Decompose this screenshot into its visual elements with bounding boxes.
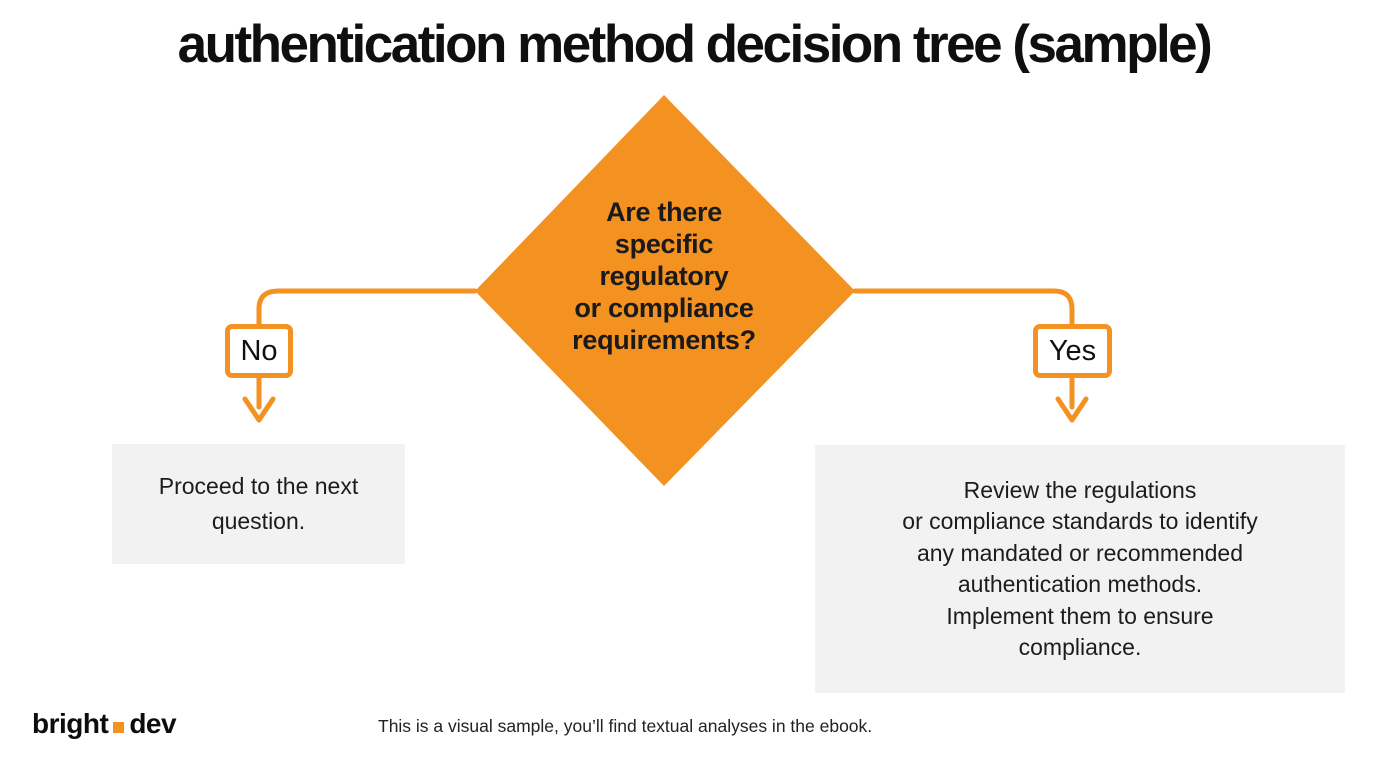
arrow-down-no-icon <box>242 376 276 423</box>
connector-yes-branch <box>852 288 1075 328</box>
brand-logo-dot-icon <box>113 722 125 733</box>
connector-no-branch <box>256 288 478 328</box>
brand-logo-part2: dev <box>129 708 177 739</box>
branch-label-yes: Yes <box>1033 324 1112 378</box>
arrow-down-yes-icon <box>1055 376 1089 423</box>
branch-label-no: No <box>225 324 293 378</box>
footer-note: This is a visual sample, you’ll find tex… <box>378 716 873 736</box>
page-title: authentication method decision tree (sam… <box>177 15 1213 74</box>
decision-question: Are there specific regulatory or complia… <box>572 197 756 355</box>
decision-diamond <box>475 95 855 486</box>
branch-label-yes-text: Yes <box>1048 334 1097 367</box>
branch-label-no-text: No <box>240 334 278 367</box>
outcome-yes-text: Review the regulations or compliance sta… <box>902 476 1258 661</box>
outcome-no-text: Proceed to the next question. <box>158 473 359 534</box>
outcome-yes: Review the regulations or compliance sta… <box>815 445 1345 693</box>
outcome-no: Proceed to the next question. <box>112 444 405 564</box>
brand-logo: bright dev <box>32 708 177 740</box>
brand-logo-part1: bright <box>32 708 109 739</box>
